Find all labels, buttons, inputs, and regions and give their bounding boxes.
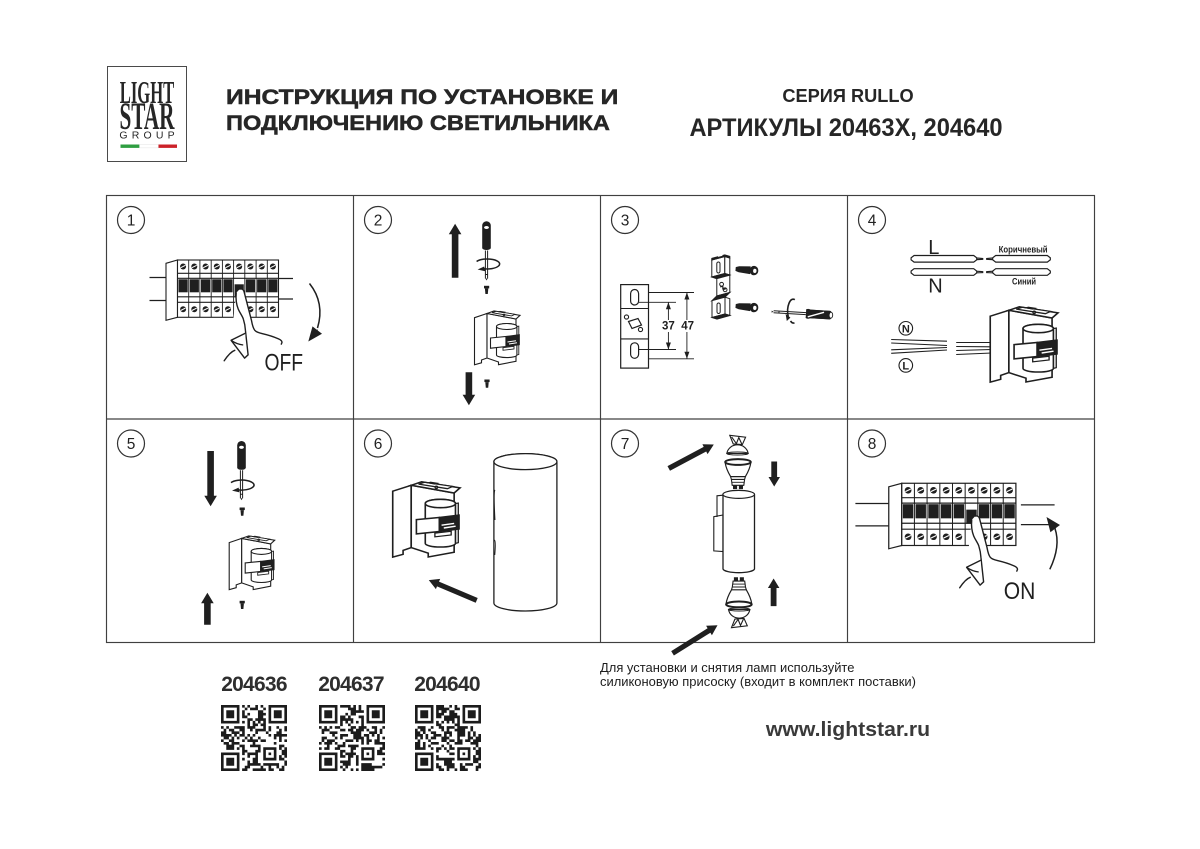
svg-text:N: N (928, 276, 942, 298)
svg-text:L: L (928, 237, 939, 259)
svg-text:STAR: STAR (120, 94, 175, 137)
svg-text:N: N (902, 323, 910, 335)
svg-text:GROUP: GROUP (119, 130, 179, 142)
svg-text:LIGHT: LIGHT (120, 74, 175, 110)
svg-text:2: 2 (374, 213, 383, 230)
svg-text:Коричневый: Коричневый (999, 245, 1048, 256)
svg-text:37: 37 (662, 321, 675, 333)
svg-text:L: L (902, 360, 909, 372)
svg-text:4: 4 (868, 213, 877, 230)
svg-text:Синий: Синий (1012, 277, 1036, 288)
svg-text:ON: ON (1004, 578, 1036, 605)
svg-text:OFF: OFF (265, 349, 304, 376)
svg-text:6: 6 (374, 436, 383, 453)
svg-text:7: 7 (621, 436, 630, 453)
svg-text:1: 1 (127, 213, 136, 230)
svg-text:8: 8 (868, 436, 877, 453)
svg-text:5: 5 (127, 436, 136, 453)
svg-text:3: 3 (621, 213, 630, 230)
svg-text:47: 47 (681, 321, 694, 333)
